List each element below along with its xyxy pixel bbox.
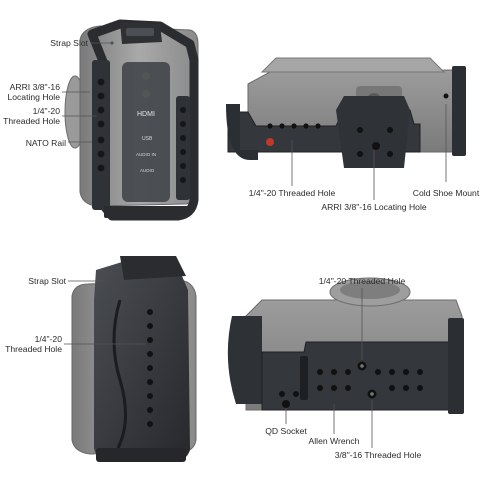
side-threaded-hole-label-line1: 1/4"-20: [34, 334, 62, 344]
top-arri-locating-hole-label: ARRI 3/8"-16 Locating Hole: [321, 202, 427, 212]
top-view-illustration: [226, 57, 466, 168]
rear-view-illustration: [64, 19, 199, 221]
audio-in-marking: AUDIO IN: [136, 152, 156, 157]
arri-locating-hole-label-line1: ARRI 3/8"-16: [9, 82, 60, 92]
allen-wrench-label: Allen Wrench: [308, 436, 360, 446]
cold-shoe-mount-label: Cold Shoe Mount: [412, 188, 480, 198]
side-threaded-hole-label-line2: Threaded Hole: [5, 344, 62, 354]
nato-rail-label: NATO Rail: [25, 138, 66, 148]
qd-socket-label: QD Socket: [265, 426, 307, 436]
side-strap-slot-label: Strap Slot: [28, 276, 66, 286]
side-view-illustration: [71, 256, 197, 462]
bottom-threaded-hole-label: 1/4"-20 Threaded Hole: [318, 276, 406, 286]
strap-slot-label: Strap Slot: [50, 38, 88, 48]
audio-marking: AUDIO: [140, 168, 155, 173]
top-threaded-hole-label: 1/4"-20 Threaded Hole: [248, 188, 336, 198]
large-threaded-hole-label: 3/8"-16 Threaded Hole: [334, 450, 422, 460]
threaded-hole-label-line1: 1/4"-20: [32, 106, 60, 116]
threaded-hole-label-line2: Threaded Hole: [3, 116, 60, 126]
arri-locating-hole-label-line2: Locating Hole: [7, 92, 60, 102]
bottom-view-illustration: [227, 277, 464, 414]
usb-marking: USB: [142, 136, 153, 142]
hdmi-marking: HDMI: [137, 111, 155, 118]
leader-lines: [62, 41, 447, 448]
